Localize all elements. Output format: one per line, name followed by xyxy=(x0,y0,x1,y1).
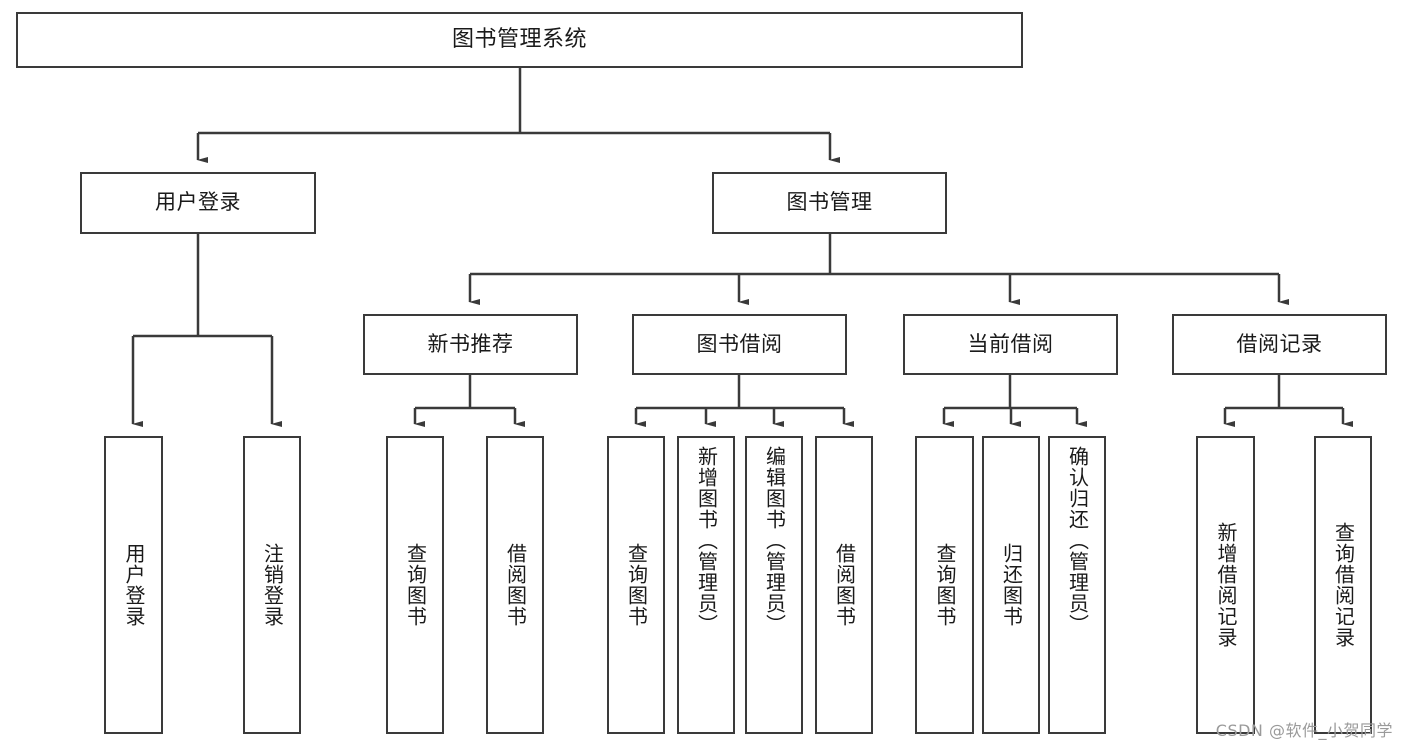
leaf-query-book-bb[interactable]: 查询图书 xyxy=(607,436,665,734)
leaf-query-borrow-record[interactable]: 查询借阅记录 xyxy=(1314,436,1372,734)
node-label: 用户登录 xyxy=(155,190,241,215)
node-label: 归还图书 xyxy=(999,543,1024,627)
leaf-query-book-cb[interactable]: 查询图书 xyxy=(915,436,974,734)
node-label: 图书管理 xyxy=(786,190,873,215)
node-label: 查询图书 xyxy=(403,543,428,627)
node-book-management[interactable]: 图书管理 xyxy=(712,172,947,234)
node-label: 用户登录 xyxy=(122,543,146,627)
leaf-confirm-return-admin[interactable]: 确认归还（管理员） xyxy=(1048,436,1106,734)
leaf-return-book[interactable]: 归还图书 xyxy=(982,436,1040,734)
node-label: 借阅记录 xyxy=(1236,331,1323,356)
node-label: 新书推荐 xyxy=(427,331,514,356)
leaf-edit-book-admin[interactable]: 编辑图书（管理员） xyxy=(745,436,803,734)
node-label: 查询图书 xyxy=(933,543,957,627)
node-label: 借阅图书 xyxy=(832,543,857,627)
node-label: 新增借阅记录 xyxy=(1214,522,1238,648)
node-label: 当前借阅 xyxy=(967,331,1054,356)
node-label: 编辑图书（管理员） xyxy=(762,446,787,635)
leaf-logout[interactable]: 注销登录 xyxy=(243,436,301,734)
node-root-book-management-system[interactable]: 图书管理系统 xyxy=(16,12,1023,68)
leaf-add-book-admin[interactable]: 新增图书（管理员） xyxy=(677,436,735,734)
node-label: 新增图书（管理员） xyxy=(694,446,719,635)
leaf-user-login[interactable]: 用户登录 xyxy=(104,436,163,734)
node-user-login[interactable]: 用户登录 xyxy=(80,172,316,234)
node-label: 查询借阅记录 xyxy=(1331,522,1356,648)
node-book-borrow[interactable]: 图书借阅 xyxy=(632,314,847,375)
node-new-book-recommendation[interactable]: 新书推荐 xyxy=(363,314,578,375)
node-current-borrow[interactable]: 当前借阅 xyxy=(903,314,1118,375)
leaf-borrow-book-bb[interactable]: 借阅图书 xyxy=(815,436,873,734)
node-label: 借阅图书 xyxy=(503,543,528,627)
node-label: 图书借阅 xyxy=(696,331,783,356)
leaf-add-borrow-record[interactable]: 新增借阅记录 xyxy=(1196,436,1255,734)
node-label: 确认归还（管理员） xyxy=(1065,446,1090,635)
node-label: 图书管理系统 xyxy=(451,26,587,52)
node-borrow-record[interactable]: 借阅记录 xyxy=(1172,314,1387,375)
node-label: 注销登录 xyxy=(260,543,285,627)
leaf-query-book-nbr[interactable]: 查询图书 xyxy=(386,436,444,734)
leaf-borrow-book-nbr[interactable]: 借阅图书 xyxy=(486,436,544,734)
node-label: 查询图书 xyxy=(624,543,649,627)
